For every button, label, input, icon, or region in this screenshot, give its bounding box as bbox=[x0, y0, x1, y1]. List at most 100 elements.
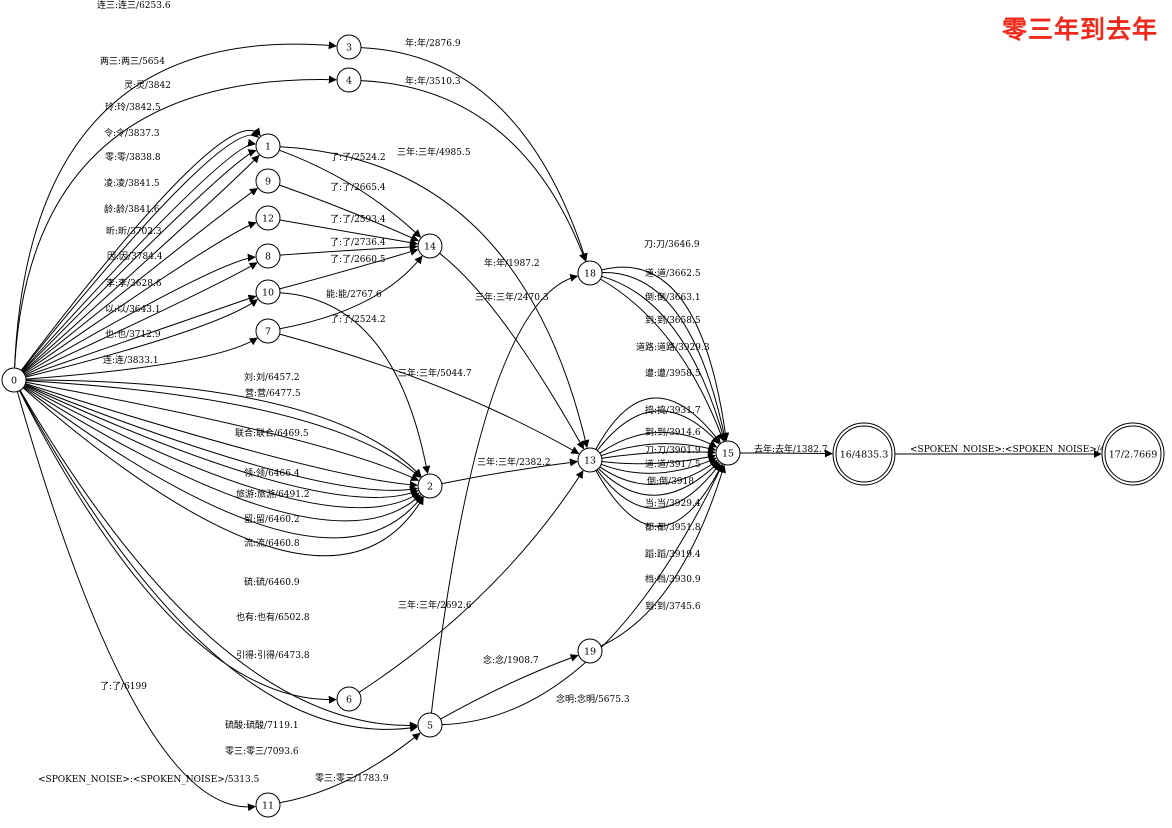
edge-0-2 bbox=[23, 386, 423, 539]
edge-label: 念明:念明/5675.3 bbox=[556, 693, 630, 705]
edge-label: 都:都/3951.8 bbox=[645, 522, 701, 533]
edge-0-2 bbox=[24, 385, 420, 509]
edge-label: 道:道/3662.5 bbox=[645, 267, 701, 279]
edge-10-2 bbox=[279, 292, 431, 474]
edge-labels-layer: 连三:连三/6253.6 两三:两三/5654 灵:灵/3842 玲:玲/3842.5… bbox=[38, 0, 1123, 785]
edge-0-2 bbox=[25, 383, 418, 494]
edge-label: 道:道/3917.5 bbox=[645, 458, 701, 470]
edge-4-18 bbox=[360, 80, 587, 262]
node-12: 12 bbox=[255, 205, 281, 231]
edge-label: 三年:三年/4985.5 bbox=[397, 146, 471, 158]
edge-label: 也有:也有/6502.8 bbox=[236, 611, 310, 623]
node-label: 18 bbox=[584, 269, 596, 280]
edge-label: 引得:引得/6473.8 bbox=[236, 649, 310, 661]
edge-7-13 bbox=[279, 333, 580, 455]
edge-0-7 bbox=[25, 337, 258, 380]
edge-label: 令:令/3837.3 bbox=[104, 127, 160, 139]
edge-label: 念:念/1908.7 bbox=[483, 654, 539, 666]
edge-8-14 bbox=[279, 242, 418, 256]
edge-label: <SPOKEN_NOISE>:<SPOKEN_NOISE>/5313.5 bbox=[38, 775, 260, 785]
edge-13-15 bbox=[595, 397, 721, 450]
edge-0-8 bbox=[24, 253, 256, 375]
node-label: 13 bbox=[584, 456, 596, 467]
edge-13-15 bbox=[595, 463, 723, 527]
edge-label: 流:流/6460.8 bbox=[244, 537, 300, 549]
edge-0-2 bbox=[25, 381, 420, 481]
edge-7-14 bbox=[279, 255, 423, 330]
edge-0-10 bbox=[25, 294, 257, 377]
edge-0-2 bbox=[25, 380, 421, 478]
edge-label: 档:档/3930.9 bbox=[645, 573, 701, 585]
node-label: 4 bbox=[346, 76, 352, 87]
diagram-title: 零三年到去年 bbox=[1001, 15, 1158, 44]
edge-label: 能:能/2767.6 bbox=[326, 288, 382, 300]
node-circle bbox=[577, 638, 603, 664]
edge-label: 了:了/2524.2 bbox=[330, 152, 386, 163]
node-label: 3 bbox=[346, 43, 352, 54]
edge-label: 连三:连三/6253.6 bbox=[97, 0, 171, 11]
edge-label: 了:了/2736.4 bbox=[330, 237, 386, 248]
edge-label: 硫:硫/6460.9 bbox=[244, 576, 300, 588]
node-label: 2 bbox=[427, 482, 433, 493]
node-label: 14 bbox=[424, 242, 436, 253]
edge-0-2 bbox=[23, 385, 422, 522]
node-8: 8 bbox=[255, 243, 281, 269]
node-circle bbox=[577, 447, 603, 473]
edge-0-9 bbox=[22, 187, 258, 373]
edge-label: 年:年/2876.9 bbox=[405, 37, 461, 49]
edge-0-12 bbox=[23, 221, 257, 374]
edge-label: 昕:昕/3702.3 bbox=[106, 225, 162, 237]
node-2: 2 bbox=[417, 473, 443, 499]
edge-1-13 bbox=[279, 146, 590, 449]
edge-label: 也:也/3712.9 bbox=[105, 328, 161, 340]
node-0: 0 bbox=[1, 367, 27, 393]
node-label: 15 bbox=[722, 449, 734, 460]
edge-13-15 bbox=[598, 461, 720, 496]
edge-label: 零三:零三/1783.9 bbox=[315, 773, 389, 784]
edge-label: 刀:刀/3901.9 bbox=[645, 446, 701, 456]
edge-label: 灵:灵/3842 bbox=[124, 80, 171, 91]
edge-13-15 bbox=[599, 432, 718, 454]
edge-11-5 bbox=[279, 732, 421, 804]
edge-label: 旅游:旅游/6491.2 bbox=[236, 488, 310, 500]
edge-0-5 bbox=[19, 390, 418, 730]
edge-15-16 bbox=[739, 449, 833, 458]
node-circle bbox=[255, 279, 281, 305]
edge-label: 三年:三年/2692.6 bbox=[398, 599, 472, 611]
edge-label: 三年:三年/2470.3 bbox=[475, 291, 549, 303]
node-14: 14 bbox=[417, 233, 443, 259]
edge-label: 凌:凌/3841.5 bbox=[104, 177, 160, 189]
edge-19-15 bbox=[600, 464, 726, 647]
edge-label: 刘:刘/6457.2 bbox=[244, 371, 300, 383]
edge-label: 倒:倒/3663.1 bbox=[645, 291, 701, 303]
node-circle bbox=[255, 205, 281, 231]
final-state-ring bbox=[835, 425, 893, 483]
edge-label: 龄:龄/3841.6 bbox=[104, 203, 160, 215]
edge-13-15 bbox=[601, 448, 716, 459]
node-16: 16/4835.3 bbox=[832, 422, 896, 486]
edge-0-2 bbox=[25, 383, 418, 489]
edge-18-15 bbox=[601, 272, 728, 442]
node-15: 15 bbox=[715, 440, 741, 466]
node-circle bbox=[255, 168, 281, 194]
edge-1-14 bbox=[279, 149, 422, 238]
edge-label: 玲:玲/3842.5 bbox=[105, 101, 161, 113]
edge-label: 联合:联合/6469.5 bbox=[235, 427, 309, 439]
edges-layer bbox=[14, 41, 1102, 812]
node-3: 3 bbox=[336, 34, 362, 60]
node-9: 9 bbox=[255, 168, 281, 194]
edge-label: 到:到/3658.5 bbox=[645, 314, 701, 326]
edge-label: 遭:遭/3958.5 bbox=[645, 367, 701, 379]
node-circle bbox=[336, 34, 362, 60]
edge-5-19 bbox=[440, 654, 579, 720]
node-19: 19 bbox=[577, 638, 603, 664]
edge-3-18 bbox=[360, 47, 588, 262]
edge-18-15 bbox=[601, 275, 727, 442]
node-circle bbox=[255, 318, 281, 344]
edge-label: 刀:刀/3646.9 bbox=[644, 240, 700, 250]
edge-label: 两三:两三/5654 bbox=[100, 56, 165, 67]
edge-0-3 bbox=[14, 41, 337, 369]
edge-0-1 bbox=[22, 149, 257, 372]
edge-0-11 bbox=[16, 391, 256, 812]
